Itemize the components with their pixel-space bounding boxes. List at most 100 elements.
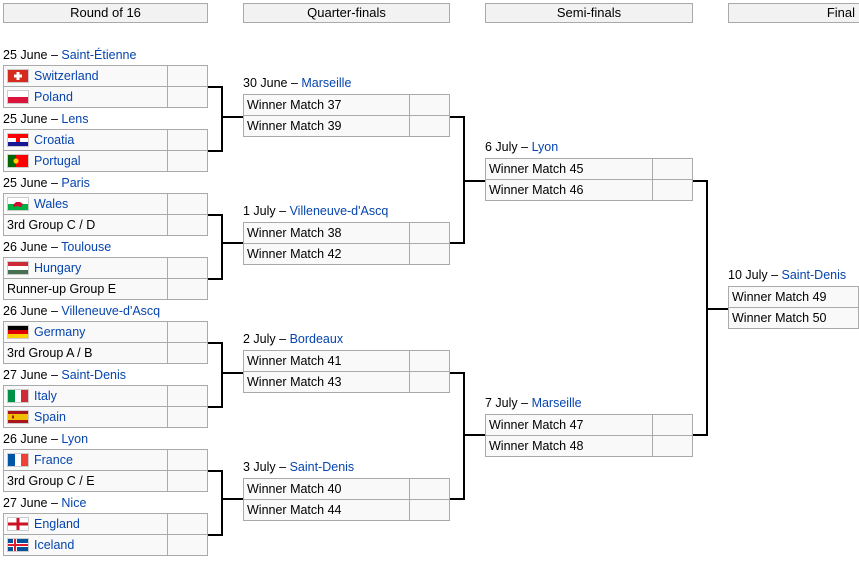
match-date-line: 7 July – Marseille xyxy=(485,394,582,412)
date-separator: – xyxy=(47,240,62,254)
score-cell xyxy=(410,372,450,393)
team-row: Winner Match 40 xyxy=(243,478,450,500)
score-cell xyxy=(168,65,208,87)
team-row: Portugal xyxy=(3,151,208,172)
venue-link[interactable]: Saint-Denis xyxy=(289,460,355,474)
team-link[interactable]: Switzerland xyxy=(34,69,99,83)
match-date-line: 2 July – Bordeaux xyxy=(243,330,343,348)
venue-link[interactable]: Villeneuve-d'Ascq xyxy=(61,304,161,318)
date-separator: – xyxy=(275,460,290,474)
match-date: 7 July xyxy=(485,396,518,410)
team-name-cell: Winner Match 40 xyxy=(243,478,410,500)
flag-germany-icon xyxy=(7,325,29,339)
venue-link[interactable]: Toulouse xyxy=(61,240,112,254)
team-row: Winner Match 50 xyxy=(728,308,859,329)
venue-link[interactable]: Saint-Denis xyxy=(781,268,847,282)
team-label: Winner Match 50 xyxy=(732,311,827,325)
team-name-cell: Hungary xyxy=(3,257,168,279)
score-cell xyxy=(410,350,450,372)
score-cell xyxy=(168,321,208,343)
team-link[interactable]: Italy xyxy=(34,389,57,403)
flag-iceland-icon xyxy=(7,538,29,552)
score-cell xyxy=(168,279,208,300)
team-name-cell: Winner Match 39 xyxy=(243,116,410,137)
score-cell xyxy=(168,87,208,108)
team-name-cell: Switzerland xyxy=(3,65,168,87)
team-label: Winner Match 41 xyxy=(247,354,342,368)
score-cell xyxy=(168,343,208,364)
team-name-cell: Wales xyxy=(3,193,168,215)
flag-spain-icon xyxy=(7,410,29,424)
team-link[interactable]: Poland xyxy=(34,90,73,104)
team-label: Winner Match 44 xyxy=(247,503,342,517)
venue-link[interactable]: Bordeaux xyxy=(289,332,344,346)
round-header-4: Final xyxy=(728,3,859,23)
date-separator: – xyxy=(517,140,532,154)
match-date-line: 25 June – Paris xyxy=(3,174,90,192)
match-date: 25 June xyxy=(3,176,48,190)
venue-link[interactable]: Saint-Denis xyxy=(61,368,127,382)
team-row: 3rd Group C / D xyxy=(3,215,208,236)
team-name-cell: Italy xyxy=(3,385,168,407)
team-link[interactable]: France xyxy=(34,453,73,467)
team-row: Spain xyxy=(3,407,208,428)
round-header-2: Quarter-finals xyxy=(243,3,450,23)
team-name-cell: Spain xyxy=(3,407,168,428)
team-link[interactable]: Hungary xyxy=(34,261,82,275)
team-row: 3rd Group A / B xyxy=(3,343,208,364)
venue-link[interactable]: Marseille xyxy=(531,396,582,410)
team-row: Iceland xyxy=(3,535,208,556)
score-cell xyxy=(653,414,693,436)
team-row: Winner Match 39 xyxy=(243,116,450,137)
team-row: Winner Match 38 xyxy=(243,222,450,244)
bracket-connector-line xyxy=(208,214,243,280)
team-link[interactable]: Wales xyxy=(34,197,69,211)
team-row: Winner Match 46 xyxy=(485,180,693,201)
score-cell xyxy=(168,215,208,236)
team-label: Winner Match 38 xyxy=(247,226,342,240)
flag-england-icon xyxy=(7,517,29,531)
team-row: Winner Match 41 xyxy=(243,350,450,372)
venue-link[interactable]: Lens xyxy=(61,112,89,126)
match-date: 2 July xyxy=(243,332,276,346)
team-link[interactable]: England xyxy=(34,517,80,531)
flag-wales-icon xyxy=(7,197,29,211)
venue-link[interactable]: Marseille xyxy=(301,76,352,90)
team-link[interactable]: Croatia xyxy=(34,133,75,147)
score-cell xyxy=(168,193,208,215)
team-row: Poland xyxy=(3,87,208,108)
venue-link[interactable]: Lyon xyxy=(61,432,89,446)
venue-link[interactable]: Saint-Étienne xyxy=(61,48,137,62)
team-row: Germany xyxy=(3,321,208,343)
team-row: France xyxy=(3,449,208,471)
team-label: Winner Match 42 xyxy=(247,247,342,261)
score-cell xyxy=(653,436,693,457)
venue-link[interactable]: Villeneuve-d'Ascq xyxy=(289,204,389,218)
score-cell xyxy=(653,158,693,180)
bracket-connector-line xyxy=(208,86,243,152)
venue-link[interactable]: Lyon xyxy=(531,140,559,154)
flag-france-icon xyxy=(7,453,29,467)
team-link[interactable]: Portugal xyxy=(34,154,81,168)
team-name-cell: Winner Match 38 xyxy=(243,222,410,244)
team-row: Switzerland xyxy=(3,65,208,87)
match-date: 30 June xyxy=(243,76,288,90)
team-link[interactable]: Iceland xyxy=(34,538,75,552)
team-name-cell: Portugal xyxy=(3,151,168,172)
date-separator: – xyxy=(47,112,62,126)
team-name-cell: Winner Match 43 xyxy=(243,372,410,393)
team-name-cell: Winner Match 47 xyxy=(485,414,653,436)
match-date: 3 July xyxy=(243,460,276,474)
venue-link[interactable]: Nice xyxy=(61,496,87,510)
team-row: Winner Match 47 xyxy=(485,414,693,436)
team-row: Winner Match 45 xyxy=(485,158,693,180)
team-link[interactable]: Germany xyxy=(34,325,86,339)
score-cell xyxy=(168,535,208,556)
date-separator: – xyxy=(47,48,62,62)
venue-link[interactable]: Paris xyxy=(61,176,90,190)
flag-italy-icon xyxy=(7,389,29,403)
team-row: Hungary xyxy=(3,257,208,279)
team-link[interactable]: Spain xyxy=(34,410,66,424)
match-date-line: 10 July – Saint-Denis xyxy=(728,266,846,284)
team-row: Winner Match 49 xyxy=(728,286,859,308)
